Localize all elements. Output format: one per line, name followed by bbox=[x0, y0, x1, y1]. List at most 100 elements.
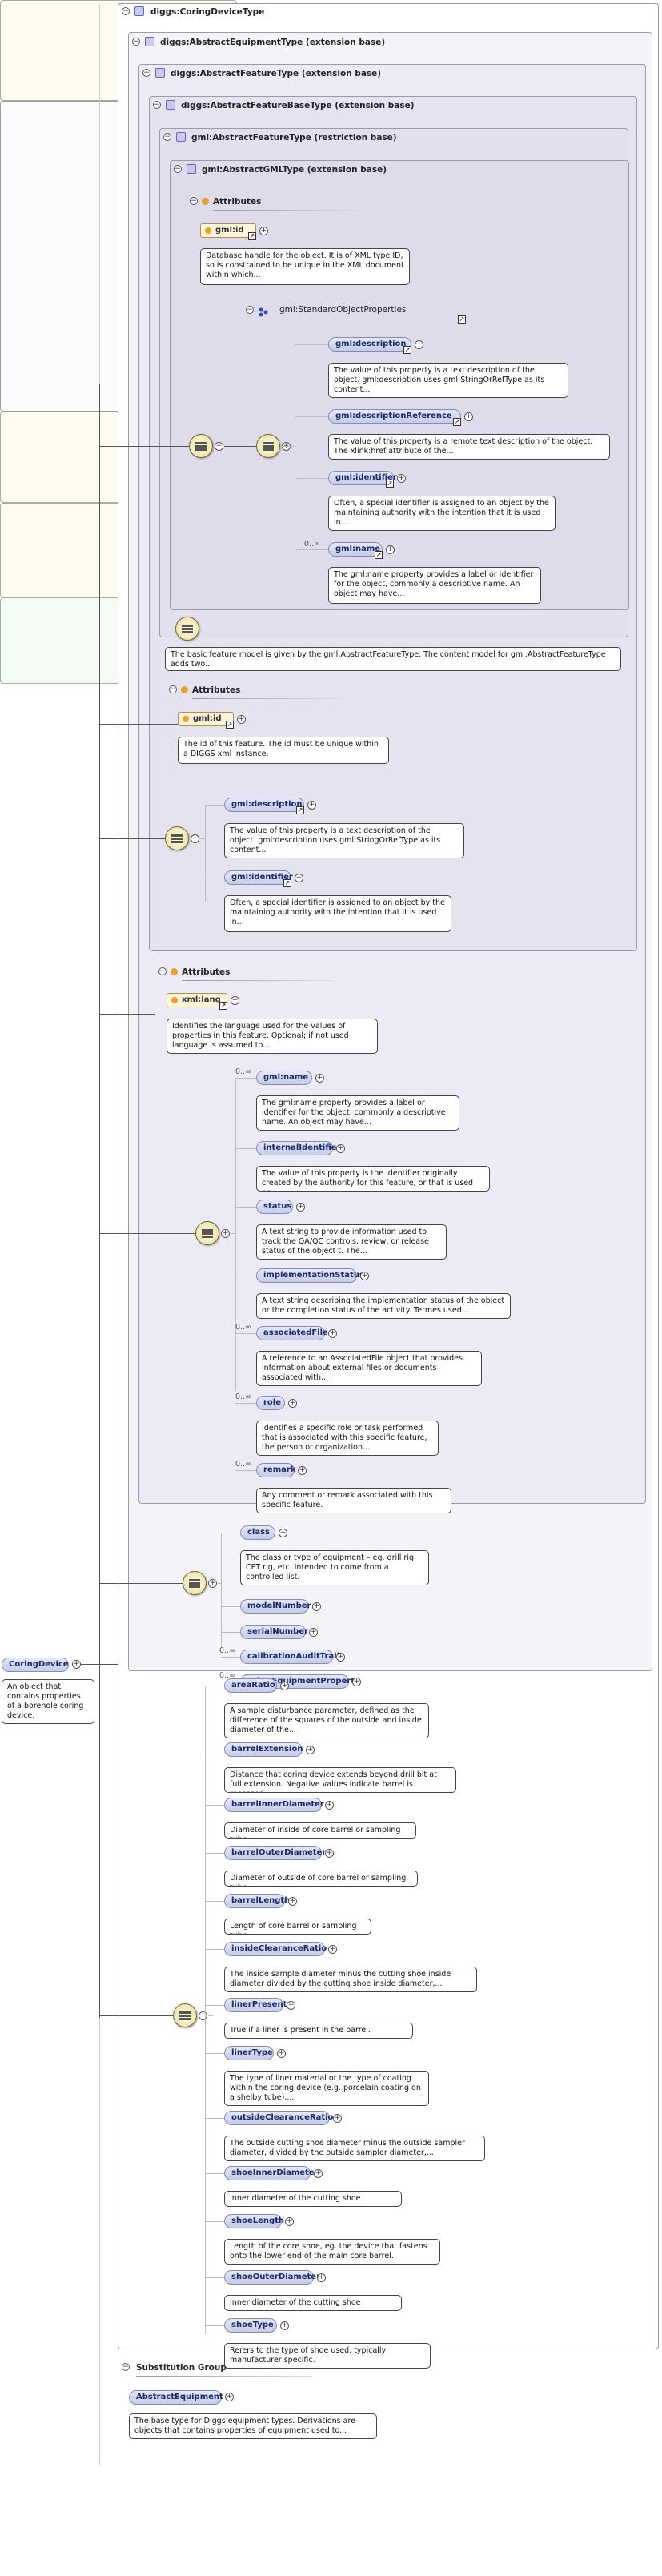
expand-icon[interactable]: + bbox=[287, 2001, 295, 2010]
expand-icon[interactable]: + bbox=[397, 474, 406, 483]
root-element-tag[interactable]: CoringDevice bbox=[2, 1658, 69, 1672]
collapse-icon[interactable]: − bbox=[142, 69, 150, 77]
element-tag[interactable]: insideClearanceRatio bbox=[224, 1942, 327, 1956]
expand-icon[interactable]: + bbox=[336, 1144, 345, 1153]
collapse-icon[interactable]: − bbox=[169, 685, 177, 693]
expand-icon[interactable]: + bbox=[280, 2321, 289, 2330]
collapse-icon[interactable]: − bbox=[246, 306, 254, 314]
expand-icon[interactable]: + bbox=[333, 2114, 342, 2123]
link-icon[interactable]: ↗ bbox=[375, 551, 383, 559]
expand-icon[interactable]: + bbox=[312, 1602, 321, 1611]
expand-icon[interactable]: + bbox=[285, 2217, 294, 2226]
attribute-tag[interactable]: gml:id bbox=[200, 223, 256, 238]
link-icon[interactable]: ↗ bbox=[403, 346, 411, 354]
element-tag[interactable]: gml:name bbox=[256, 1071, 312, 1085]
element-tag[interactable]: remark bbox=[256, 1463, 295, 1477]
element-tag[interactable]: barrelOuterDiameter bbox=[224, 1846, 326, 1860]
expand-icon[interactable]: + bbox=[225, 2393, 234, 2401]
expand-icon[interactable]: + bbox=[325, 1801, 334, 1810]
expand-icon[interactable]: + bbox=[464, 412, 473, 421]
expand-icon[interactable]: + bbox=[315, 1074, 324, 1083]
expand-icon[interactable]: + bbox=[415, 340, 423, 349]
element-tag[interactable]: barrelInnerDiameter bbox=[224, 1798, 324, 1812]
collapse-icon[interactable]: − bbox=[153, 101, 161, 109]
expand-icon[interactable]: + bbox=[314, 2169, 323, 2178]
element-tag[interactable]: serialNumber bbox=[240, 1625, 308, 1639]
expand-icon[interactable]: + bbox=[360, 1272, 369, 1280]
element-tag[interactable]: gml:identifier bbox=[328, 471, 397, 485]
element-tag[interactable]: gml:descriptionReference bbox=[328, 409, 461, 424]
link-icon[interactable]: ↗ bbox=[248, 232, 256, 240]
element-tag[interactable]: associatedFile bbox=[256, 1326, 328, 1340]
element-tag[interactable]: outsideClearanceRatio bbox=[224, 2111, 333, 2125]
element-tag[interactable]: role bbox=[256, 1396, 285, 1410]
collapse-icon[interactable]: − bbox=[174, 165, 182, 173]
expand-icon[interactable]: + bbox=[306, 1746, 315, 1754]
element-tag[interactable]: internalIdentifier bbox=[256, 1141, 340, 1155]
expand-icon[interactable]: + bbox=[288, 1399, 297, 1408]
link-icon[interactable]: ↗ bbox=[296, 806, 304, 814]
collapse-icon[interactable]: − bbox=[122, 7, 130, 15]
element-tag[interactable]: class bbox=[240, 1525, 275, 1540]
expand-icon[interactable]: + bbox=[325, 1849, 334, 1858]
element-tag[interactable]: linerPresent bbox=[224, 1998, 287, 2012]
element-tag[interactable]: shoeLength bbox=[224, 2214, 284, 2228]
expand-icon[interactable]: + bbox=[199, 2011, 207, 2020]
expand-icon[interactable]: + bbox=[317, 2273, 326, 2282]
expand-icon[interactable]: + bbox=[279, 1529, 287, 1537]
element-tag[interactable]: modelNumber bbox=[240, 1599, 311, 1614]
collapse-icon[interactable]: − bbox=[122, 2363, 130, 2371]
element-tag[interactable]: barrelLength bbox=[224, 1894, 290, 1908]
expand-icon[interactable]: + bbox=[259, 227, 268, 235]
element-tag[interactable]: gml:description bbox=[224, 798, 304, 812]
element-tag[interactable]: linerType bbox=[224, 2046, 274, 2060]
connector bbox=[235, 1148, 256, 1149]
expand-icon[interactable]: + bbox=[307, 801, 316, 810]
attribute-tag[interactable]: xml:lang bbox=[167, 993, 227, 1007]
element-tag[interactable]: barrelExtension bbox=[224, 1742, 303, 1757]
expand-icon[interactable]: + bbox=[298, 1466, 307, 1475]
substitution-element-tag[interactable]: AbstractEquipment bbox=[129, 2390, 223, 2405]
expand-icon[interactable]: + bbox=[280, 1682, 289, 1690]
expand-icon[interactable]: + bbox=[208, 1579, 217, 1588]
substitution-title: Substitution Group bbox=[136, 2363, 227, 2373]
element-tag[interactable]: gml:identifier bbox=[224, 870, 293, 885]
expand-icon[interactable]: + bbox=[231, 996, 239, 1005]
collapse-icon[interactable]: − bbox=[190, 197, 198, 205]
expand-icon[interactable]: + bbox=[296, 1203, 305, 1212]
link-icon[interactable]: ↗ bbox=[458, 315, 466, 324]
expand-icon[interactable]: + bbox=[215, 442, 223, 451]
link-icon[interactable]: ↗ bbox=[453, 418, 461, 426]
root-expand-icon[interactable]: + bbox=[72, 1660, 81, 1669]
element-tag[interactable]: calibrationAuditTrail bbox=[240, 1650, 339, 1664]
link-icon[interactable]: ↗ bbox=[219, 1002, 227, 1010]
feature-note: The basic feature model is given by the … bbox=[165, 647, 621, 671]
element-tag[interactable]: areaRatio bbox=[224, 1678, 277, 1693]
collapse-icon[interactable]: − bbox=[158, 967, 167, 975]
expand-icon[interactable]: + bbox=[277, 2049, 286, 2058]
expand-icon[interactable]: + bbox=[352, 1678, 361, 1686]
link-icon[interactable]: ↗ bbox=[386, 480, 394, 488]
expand-icon[interactable]: + bbox=[295, 874, 303, 882]
collapse-icon[interactable]: − bbox=[163, 133, 171, 141]
expand-icon[interactable]: + bbox=[191, 834, 199, 843]
link-icon[interactable]: ↗ bbox=[283, 879, 291, 887]
element-tag[interactable]: shoeOuterDiameter bbox=[224, 2270, 320, 2285]
expand-icon[interactable]: + bbox=[386, 545, 395, 554]
expand-icon[interactable]: + bbox=[288, 1897, 297, 1906]
expand-icon[interactable]: + bbox=[336, 1653, 345, 1662]
expand-icon[interactable]: + bbox=[309, 1628, 318, 1637]
expand-icon[interactable]: + bbox=[237, 715, 246, 724]
collapse-icon[interactable]: − bbox=[132, 38, 140, 46]
element-tag[interactable]: gml:description bbox=[328, 337, 411, 352]
expand-icon[interactable]: + bbox=[328, 1945, 337, 1954]
element-tag[interactable]: gml:name bbox=[328, 542, 383, 557]
attribute-tag[interactable]: gml:id bbox=[178, 712, 234, 726]
expand-icon[interactable]: + bbox=[328, 1329, 337, 1338]
element-tag[interactable]: status bbox=[256, 1200, 293, 1214]
element-tag[interactable]: shoeInnerDiameter bbox=[224, 2166, 319, 2180]
link-icon[interactable]: ↗ bbox=[226, 721, 234, 729]
element-tag[interactable]: shoeType bbox=[224, 2318, 277, 2333]
expand-icon[interactable]: + bbox=[221, 1229, 230, 1238]
element-tag[interactable]: implementationStatus bbox=[256, 1268, 364, 1283]
